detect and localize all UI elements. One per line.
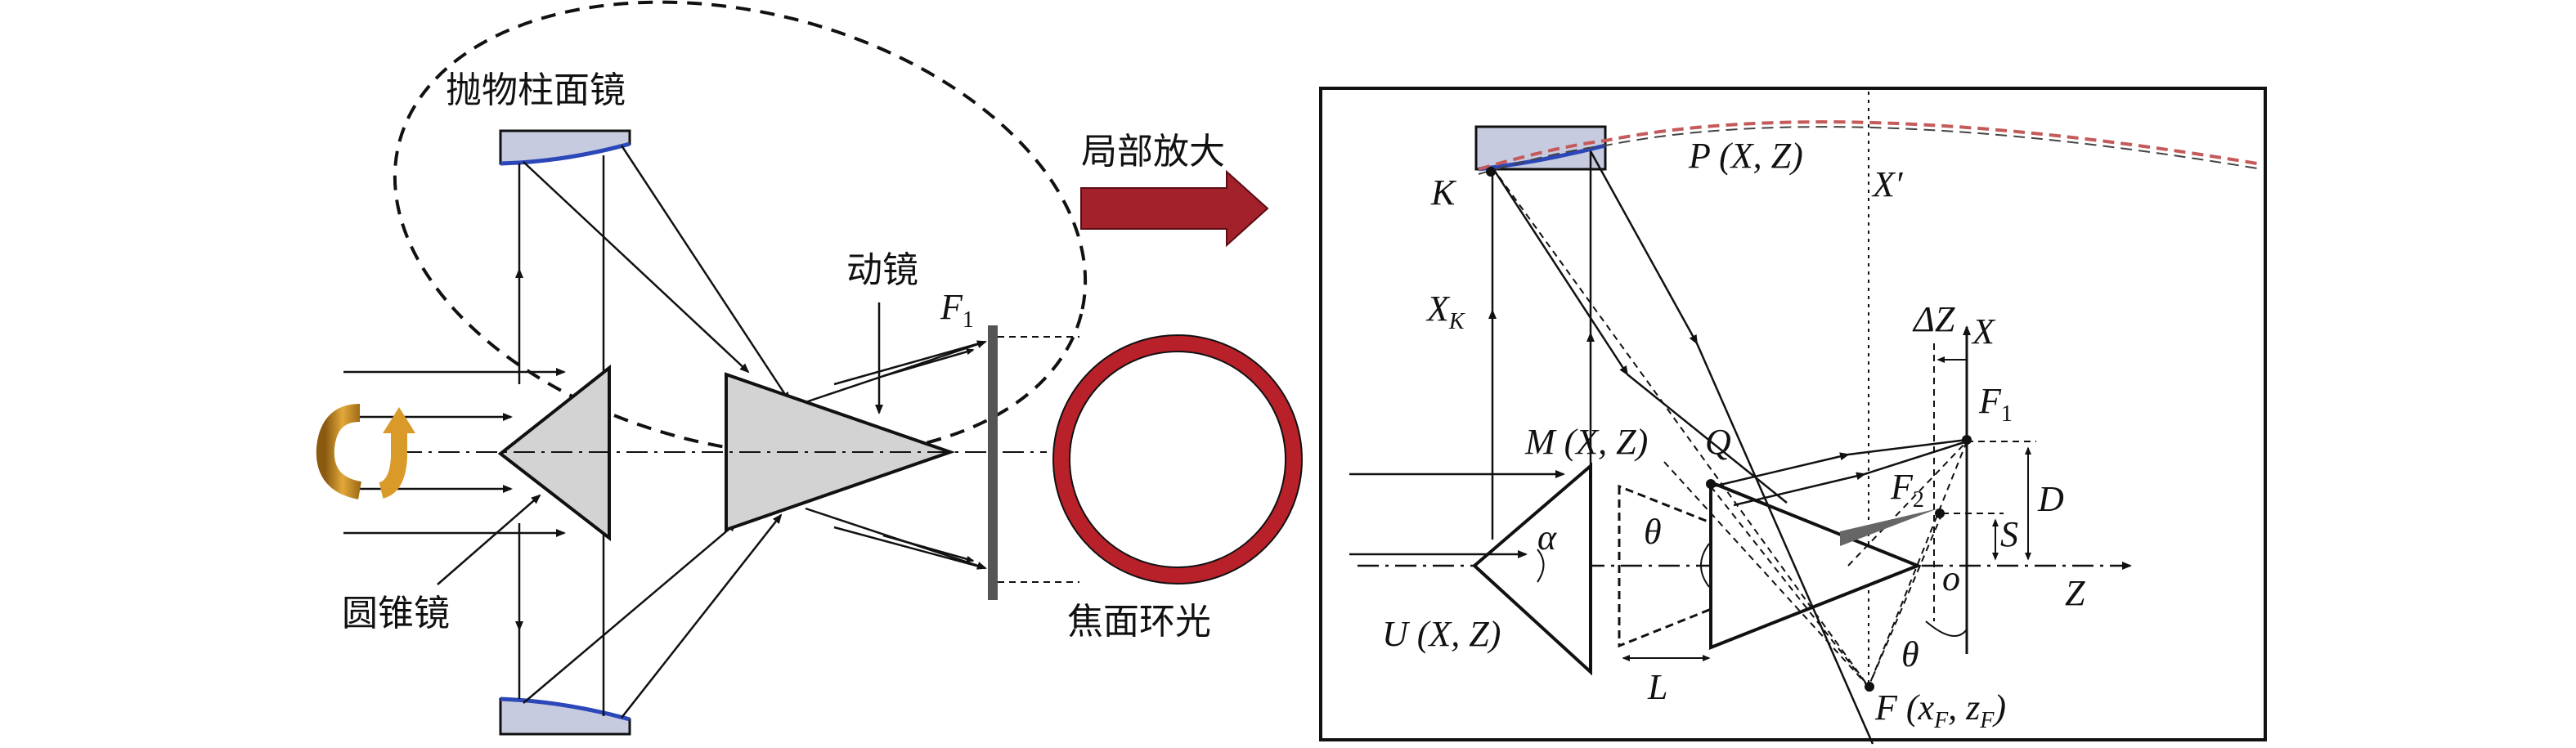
cone-label: 圆锥镜	[342, 593, 450, 634]
mirror-label: 抛物柱面镜	[446, 69, 626, 111]
dimension-marks	[1537, 356, 2031, 661]
right-panel: K P (X, Z) X′ XK ΔZ X F1 M (X, Z) Q F2 D…	[1319, 87, 2267, 745]
f2-label: F2	[1890, 467, 1924, 513]
zoom-region-ellipse	[393, 0, 1088, 458]
parabolic-mirror-bottom	[499, 696, 631, 736]
rotation-arrow-icon	[316, 404, 415, 499]
x-prime-label: X′	[1871, 164, 1904, 204]
point-p-label: P (X, Z)	[1688, 136, 1803, 176]
light-rays-right	[1349, 150, 1968, 745]
z-axis-label: Z	[2065, 573, 2085, 613]
point-k-label: K	[1430, 172, 1457, 213]
alpha-label: α	[1537, 517, 1557, 558]
point-f-label: F (xF, zF)	[1874, 688, 2006, 733]
zoom-panel-frame	[1319, 87, 2267, 741]
f1-label: F1	[1978, 381, 2013, 427]
right-arrow-icon	[1080, 169, 1269, 248]
moving-mirror-label: 动镜	[846, 249, 918, 291]
parabolic-mirror-top	[499, 129, 631, 166]
moving-cone	[725, 372, 956, 532]
focal-wedge	[1840, 508, 1938, 546]
zoomed-conical-mirror	[1471, 462, 1592, 676]
point-m-label: M (X, Z)	[1524, 422, 1648, 462]
focus-ring	[1053, 335, 1302, 584]
theta-label-2: θ	[1901, 634, 1919, 674]
point-q-label: Q	[1705, 422, 1731, 462]
l-label: L	[1647, 667, 1667, 707]
focal-plane-screen	[988, 325, 998, 600]
light-rays-left	[343, 145, 987, 719]
points	[1486, 167, 1972, 692]
zoomed-moving-cone	[1709, 480, 1923, 650]
zoom-label: 局部放大	[1081, 131, 1225, 172]
focus-label-f1: F1	[940, 287, 974, 333]
xk-label: XK	[1425, 289, 1465, 334]
left-panel: 抛物柱面镜 局部放大 动镜 F1 圆锥镜 焦面环光	[316, 0, 1303, 736]
theta-label-1: θ	[1644, 512, 1662, 552]
s-label: S	[2000, 514, 2018, 554]
delta-z-label: ΔZ	[1912, 299, 1955, 339]
point-u-label: U (X, Z)	[1382, 614, 1501, 654]
origin-label: o	[1942, 558, 1960, 598]
x-axis-label: X	[1971, 311, 1996, 352]
d-label: D	[2037, 479, 2064, 519]
construction-lines	[1492, 167, 2036, 688]
ring-label: 焦面环光	[1067, 601, 1211, 643]
parabola-curve	[1478, 120, 2258, 171]
